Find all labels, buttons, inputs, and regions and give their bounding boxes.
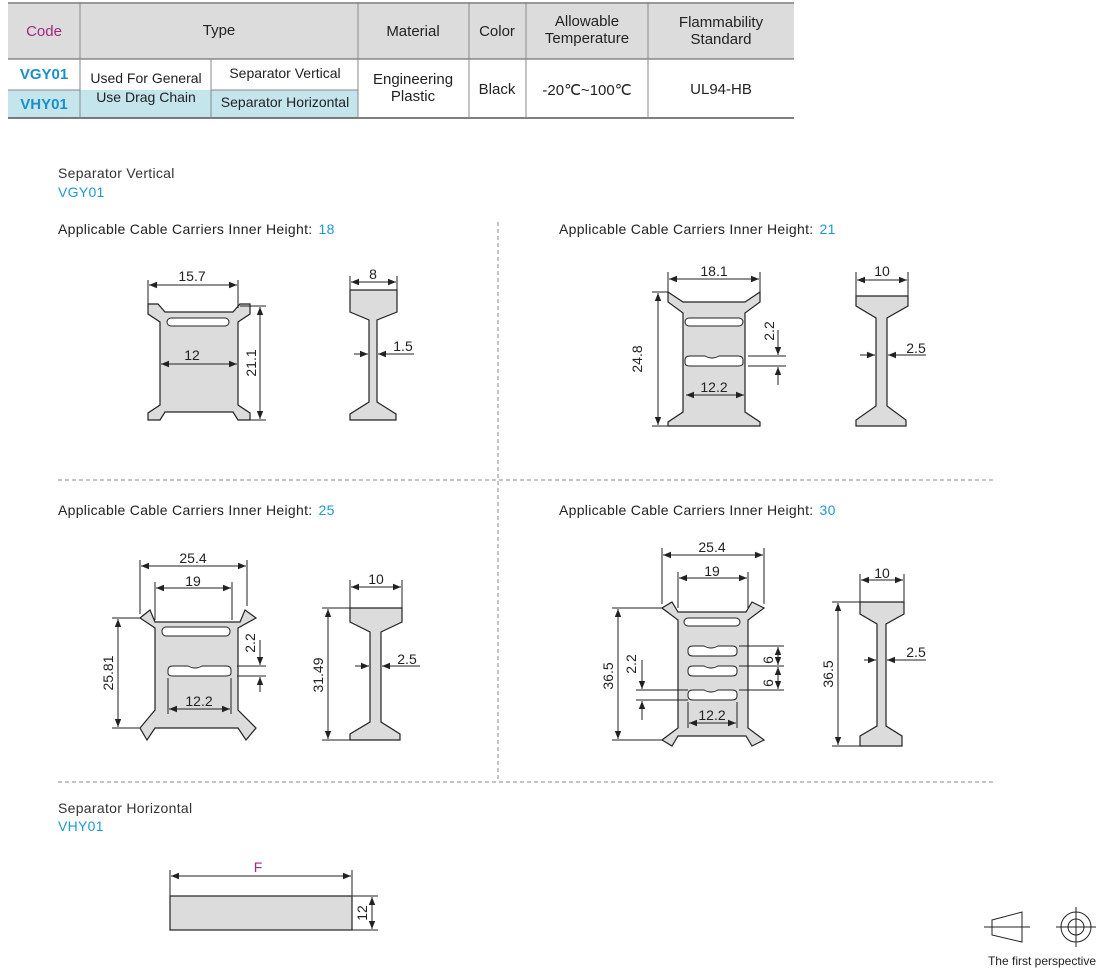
dim-inner: 19 [185, 573, 201, 589]
type-drag-chain: Use Drag Chain [96, 89, 196, 105]
dim-slot: 12.2 [700, 379, 727, 395]
drawing-h18-side [349, 289, 398, 421]
vhy01-code-cell [8, 90, 80, 118]
material-line1: Engineering [373, 71, 453, 88]
header-type: Type [203, 22, 236, 39]
subtype-vertical: Separator Vertical [229, 65, 340, 81]
dim-side-height: 36.5 [820, 660, 836, 687]
header-flam-line1: Flammability [679, 14, 764, 31]
dim-top: 15.7 [178, 268, 205, 284]
panel-header-prefix: Applicable Cable Carriers Inner Height: [559, 221, 814, 237]
dim-slot-a: 6 [760, 656, 776, 664]
header-temp-line1: Allowable [555, 13, 619, 30]
drawing-h25-side [349, 607, 403, 741]
panel-height-value: 25 [318, 502, 335, 518]
header-temp-line2: Temperature [545, 30, 629, 47]
drawing-horizontal-separator [169, 895, 353, 931]
header-flam-line2: Standard [691, 31, 752, 48]
dim-top: 25.4 [179, 550, 206, 566]
dim-side-top: 10 [874, 565, 890, 581]
drawing-h30-side [859, 601, 905, 747]
dim-slot-b: 6 [760, 679, 776, 687]
dim-slot: 12.2 [698, 707, 725, 723]
vertical-section-title: Separator Vertical [58, 165, 175, 181]
dim-thickness: 12 [354, 905, 370, 921]
dim-side-web: 2.5 [906, 644, 926, 660]
dim-side-web: 2.5 [906, 340, 926, 356]
material-line2: Plastic [391, 88, 436, 105]
panel-height-value: 21 [819, 221, 836, 237]
code-vgy01: VGY01 [20, 66, 68, 83]
panel-header-30: Applicable Cable Carriers Inner Height: 3… [559, 502, 836, 518]
dim-side-web: 1.5 [393, 338, 413, 354]
dim-side-height: 31.49 [310, 657, 326, 692]
panel-header-21: Applicable Cable Carriers Inner Height: 2… [559, 221, 836, 237]
drawing-h21-front [667, 290, 761, 427]
dim-height: 36.5 [600, 662, 616, 689]
code-vhy01: VHY01 [20, 96, 68, 113]
header-color: Color [479, 23, 515, 40]
header-material: Material [386, 23, 439, 40]
dim-side-web: 2.5 [397, 651, 417, 667]
dim-slot-gap: 2.2 [242, 633, 258, 653]
first-angle-projection-icon [984, 907, 1096, 947]
projection-caption: The first perspective [988, 954, 1096, 968]
drawing-h25-front [138, 609, 258, 742]
dim-inner: 12 [184, 347, 200, 363]
spec-table: Code Type Material Color Allowable Tempe… [8, 2, 794, 119]
panel-height-value: 18 [318, 221, 335, 237]
drawing-h21-side [855, 295, 909, 427]
flammability-value: UL94-HB [690, 81, 752, 98]
dim-height: 21.1 [243, 349, 259, 376]
dim-side-top: 10 [874, 263, 890, 279]
panel-height-value: 30 [819, 502, 836, 518]
dim-inner: 19 [704, 563, 720, 579]
temperature-value: -20℃~100℃ [542, 82, 631, 99]
header-code: Code [26, 23, 62, 40]
panel-header-prefix: Applicable Cable Carriers Inner Height: [58, 221, 313, 237]
dim-height: 25.81 [100, 655, 116, 690]
horizontal-sub-cell [211, 90, 358, 118]
dim-length-f: F [254, 859, 263, 875]
table-header-row [8, 2, 794, 59]
dim-height: 24.8 [629, 345, 645, 372]
type-general: Used For General [90, 70, 201, 86]
vertical-section-code: VGY01 [58, 184, 105, 200]
subtype-horizontal: Separator Horizontal [221, 94, 349, 110]
dim-slot-gap: 2.2 [761, 321, 777, 341]
panel-dividers [58, 222, 996, 783]
horizontal-section-code: VHY01 [58, 818, 104, 834]
drag-chain-cell [80, 90, 211, 118]
dim-slot: 12.2 [185, 693, 212, 709]
color-value: Black [479, 81, 516, 98]
horizontal-section-title: Separator Horizontal [58, 800, 193, 816]
panel-header-18: Applicable Cable Carriers Inner Height: 1… [58, 221, 335, 237]
panel-header-25: Applicable Cable Carriers Inner Height: 2… [58, 502, 335, 518]
panel-header-prefix: Applicable Cable Carriers Inner Height: [559, 502, 814, 518]
dim-slot-gap: 2.2 [623, 654, 639, 674]
dim-top: 25.4 [698, 539, 725, 555]
drawing-h30-front [660, 601, 766, 747]
dim-side-top: 8 [369, 266, 377, 282]
dim-top: 18.1 [700, 263, 727, 279]
dim-side-top: 10 [368, 571, 384, 587]
panel-header-prefix: Applicable Cable Carriers Inner Height: [58, 502, 313, 518]
